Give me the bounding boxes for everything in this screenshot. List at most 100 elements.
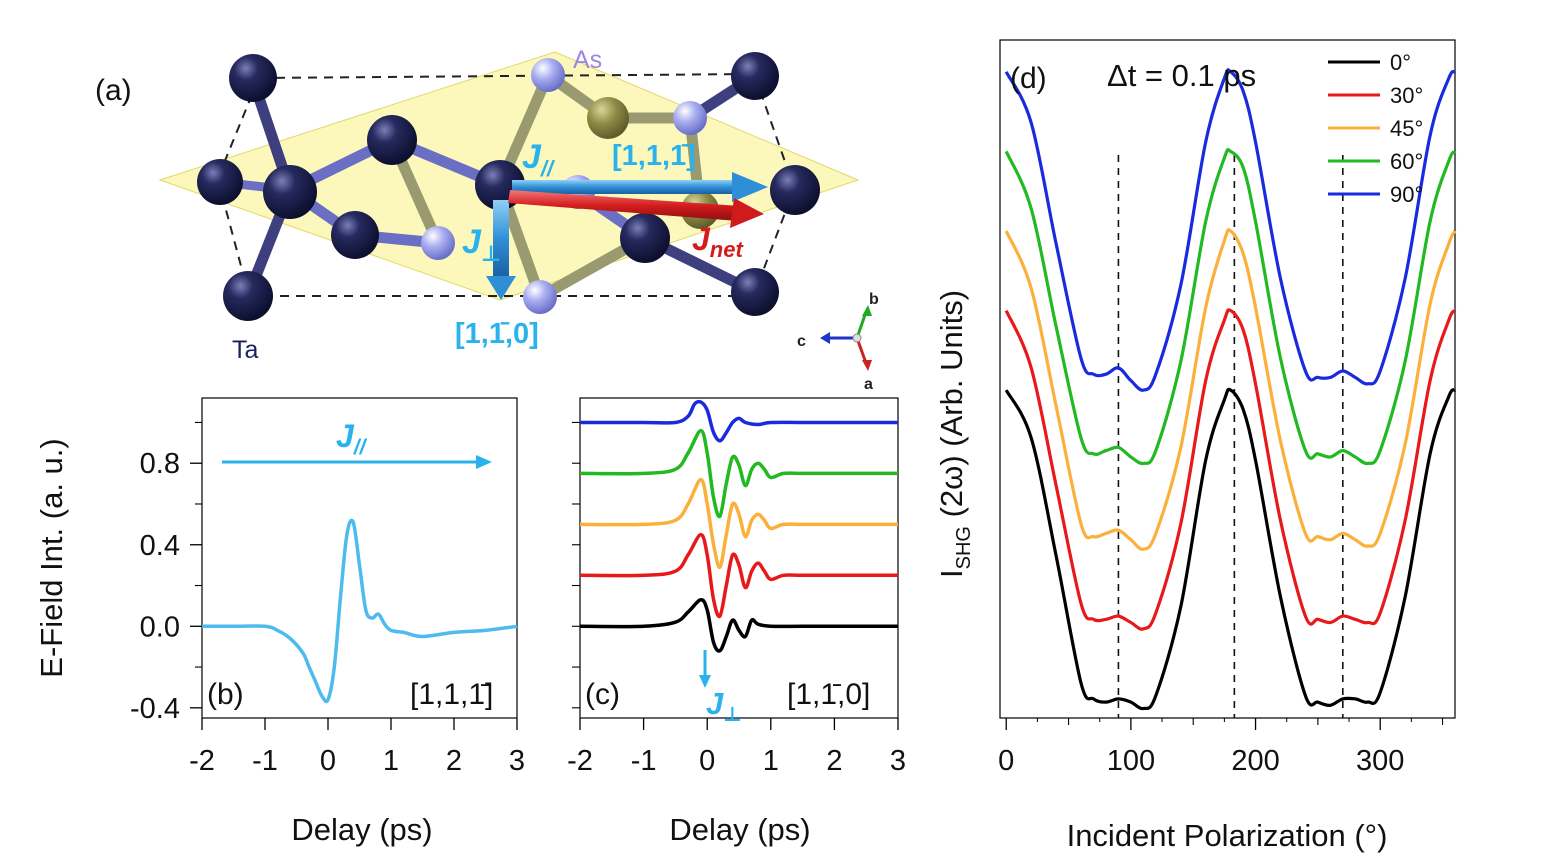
legend-label: 30°	[1390, 83, 1423, 108]
panel-d-label: (d)	[1010, 62, 1047, 95]
j-parallel-label: J//	[522, 138, 556, 181]
axis-c-label: c	[797, 333, 806, 350]
j-net-arrow	[508, 190, 764, 228]
series-line	[202, 518, 518, 704]
x-tick-label: 2	[826, 745, 842, 777]
ta-atom-back	[587, 97, 629, 139]
j-perpendicular-label-c: J⊥	[706, 686, 742, 726]
j-parallel-arrow	[512, 172, 768, 202]
direction-parallel-label: [1,1,1̄]	[612, 140, 696, 172]
plot-frame	[201, 397, 518, 719]
ta-atom	[223, 271, 273, 321]
x-tick-label: 2	[446, 745, 462, 777]
panel-d-chart: 0 100 200 300 0° 30° 45° 60° 90° (d) Δt = 0.1 p…	[934, 39, 1457, 853]
x-tick-label: 1	[763, 745, 779, 777]
series-line	[1004, 387, 1457, 711]
x-tick-label: 200	[1231, 745, 1279, 777]
legend-label: 60°	[1390, 149, 1423, 174]
x-tick-label: 3	[509, 745, 525, 777]
legend-label: 45°	[1390, 116, 1423, 141]
x-tick-label: -1	[252, 745, 278, 777]
y-ticks: -0.4 0.0 0.4 0.8	[130, 421, 202, 725]
as-atom	[421, 226, 455, 260]
crystal-structure-panel: (a)	[95, 46, 879, 393]
panel-b-direction: [1,1,1̄]	[410, 678, 493, 711]
as-atom	[531, 58, 565, 92]
j-perpendicular-label: J⊥	[462, 223, 501, 266]
x-ticks: -2 -1 0 1 2 3	[567, 718, 906, 777]
ta-atom	[197, 159, 243, 205]
ta-atom	[367, 115, 417, 165]
series-line	[1004, 228, 1457, 551]
as-atom	[523, 280, 557, 314]
j-perpendicular-arrow	[486, 200, 516, 300]
series-line	[1004, 148, 1457, 466]
j-parallel-arrow-b	[222, 455, 492, 469]
ta-atom	[331, 211, 379, 259]
ta-atom	[731, 268, 779, 316]
ta-atom	[731, 52, 779, 100]
j-perpendicular-arrow-c	[699, 650, 711, 688]
x-tick-label: 0	[699, 745, 715, 777]
legend-label: 0°	[1390, 50, 1411, 75]
panel-c-direction: [1,1̄,0]	[787, 678, 870, 711]
panel-d-x-title: Incident Polarization (°)	[1067, 818, 1388, 853]
legend: 0° 30° 45° 60° 90°	[1328, 50, 1423, 207]
as-atom	[673, 101, 707, 135]
y-ticks	[572, 421, 580, 709]
x-tick-label: -2	[189, 745, 215, 777]
panel-c-chart: -2 -1 0 1 2 3 J⊥ (c) [1,1̄,0] Delay (ps)	[567, 397, 906, 847]
plot-frame	[579, 397, 899, 719]
series	[1004, 68, 1457, 711]
axis-b-label: b	[869, 291, 879, 308]
series	[202, 518, 518, 704]
x-ticks: 0 100 200 300	[998, 718, 1444, 777]
j-net-label: Jnet	[692, 221, 744, 262]
x-tick-label: -2	[567, 745, 593, 777]
y-tick-label: -0.4	[130, 693, 180, 725]
y-tick-label: 0.4	[140, 530, 180, 562]
y-tick-label: 0.8	[140, 448, 180, 480]
reference-lines	[1117, 155, 1344, 718]
y-tick-label: 0.0	[140, 611, 180, 643]
atoms	[197, 52, 820, 321]
x-tick-label: 300	[1356, 745, 1404, 777]
as-atom-label: As	[573, 46, 602, 74]
panel-b-label: (b)	[207, 678, 244, 711]
x-tick-label: 3	[890, 745, 906, 777]
panel-d-annotation: Δt = 0.1 ps	[1107, 58, 1256, 93]
series-line	[579, 477, 898, 569]
ta-atom	[620, 213, 670, 263]
panel-a-label: (a)	[95, 74, 132, 107]
panel-b-y-title: E-Field Int. (a. u.)	[34, 438, 69, 677]
panel-b-x-title: Delay (ps)	[291, 812, 432, 847]
series-line	[1004, 68, 1457, 392]
series	[579, 399, 898, 653]
legend-label: 90°	[1390, 182, 1423, 207]
series-line	[579, 598, 898, 653]
axis-a-label: a	[864, 376, 873, 393]
x-tick-label: -1	[631, 745, 657, 777]
series-line	[1004, 308, 1457, 631]
panel-c-label: (c)	[585, 678, 620, 711]
panel-d-y-title: ISHG (2ω) (Arb. Units)	[934, 290, 975, 578]
x-tick-label: 0	[320, 745, 336, 777]
x-tick-label: 0	[998, 745, 1014, 777]
panel-c-x-title: Delay (ps)	[669, 812, 810, 847]
ta-atom-label: Ta	[232, 336, 259, 364]
j-parallel-label-b: J//	[336, 418, 368, 459]
x-ticks: -2 -1 0 1 2 3	[189, 718, 525, 777]
ta-atom	[229, 54, 277, 102]
series-line	[579, 428, 898, 519]
direction-perpendicular-label: [1,1̄,0]	[455, 318, 539, 350]
ta-atom	[263, 165, 317, 219]
ta-atom	[770, 165, 820, 215]
x-tick-label: 100	[1107, 745, 1155, 777]
series-line	[579, 532, 898, 619]
series-line	[579, 399, 898, 443]
crystal-axis-triad: c b a	[797, 291, 879, 393]
x-tick-label: 1	[383, 745, 399, 777]
plot-frame	[999, 39, 1456, 719]
